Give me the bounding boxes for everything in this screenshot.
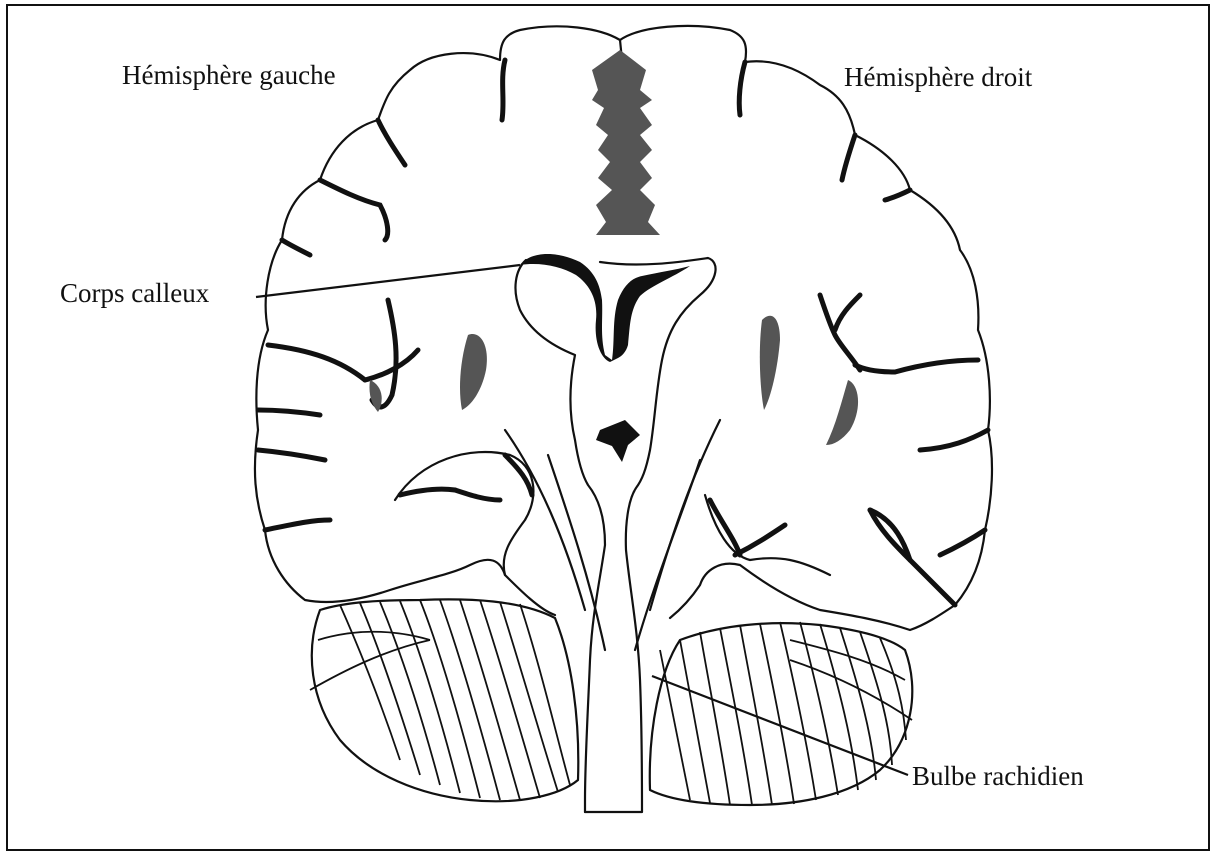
- label-left-hemisphere: Hémisphère gauche: [122, 62, 336, 89]
- cerebellar-folia: [310, 600, 912, 805]
- internal-capsule-line-1: [505, 430, 585, 610]
- internal-capsule-line-2: [650, 420, 720, 610]
- leader-line-bulbe-rachidien: [652, 676, 908, 775]
- left-temporal-lobe: [395, 452, 533, 575]
- right-hemisphere-outline: [620, 26, 992, 630]
- left-cerebellum-outline: [312, 599, 578, 801]
- ventricles: [369, 50, 858, 462]
- right-cerebellum-outline: [650, 623, 913, 805]
- label-right-hemisphere: Hémisphère droit: [844, 64, 1032, 91]
- label-medulla: Bulbe rachidien: [912, 763, 1084, 790]
- leader-line-corps-calleux: [256, 265, 520, 297]
- label-corpus-callosum: Corps calleux: [60, 280, 209, 307]
- left-hemisphere-outline: [255, 26, 620, 615]
